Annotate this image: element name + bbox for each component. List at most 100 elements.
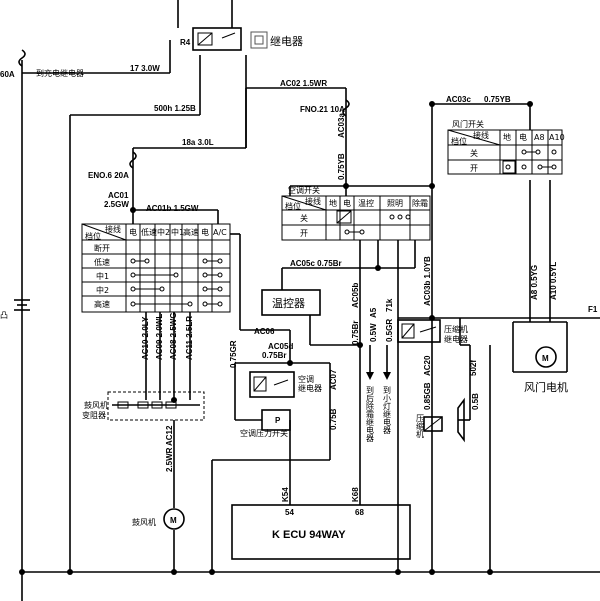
- ac-col-4: 除霜: [412, 198, 428, 208]
- label-a10: A10 0.5YL: [549, 262, 558, 300]
- label-ac06: AC06: [254, 327, 275, 336]
- fuse-left-60a: [18, 49, 26, 67]
- ac-switch-table: [281, 195, 431, 241]
- blower-row-4: 高速: [94, 299, 110, 309]
- temp-controller: [261, 289, 321, 316]
- label-fno21: FNO.21 10A: [300, 105, 345, 114]
- ac-col-1: 电: [343, 198, 351, 208]
- blower-col-2: 中2: [157, 227, 170, 237]
- blower-resistor: [107, 391, 205, 421]
- label-left-char: 凸: [0, 311, 8, 320]
- label-ac-switch: 空调开关: [288, 185, 320, 195]
- label-ac05b-col: 0.75Br: [351, 321, 360, 345]
- label-ac05b: AC05b: [351, 283, 360, 308]
- label-ac08: AC08 2.5WG: [169, 312, 178, 360]
- label-ac10: AC10 2.0LY: [141, 316, 150, 360]
- label-ac01-col: 2.5GW: [104, 200, 129, 209]
- label-w18a: 18a 3.0L: [182, 138, 214, 147]
- label-a8: A8 0.5YG: [530, 265, 539, 300]
- label-502f: 502f: [469, 360, 478, 376]
- p-glyph-pressure: P: [275, 416, 281, 425]
- label-w17: 17 3.0W: [130, 64, 160, 73]
- label-ac02: AC02 1.5WR: [280, 79, 327, 88]
- door-col-2: A8: [534, 133, 545, 142]
- door-col-1: 电: [519, 132, 527, 142]
- door-head-position: 档位: [451, 136, 467, 146]
- label-a5-col: 0.5W: [369, 323, 378, 342]
- label-blower-motor: 鼓风机: [132, 517, 156, 527]
- label-ac03a: AC03a: [337, 113, 346, 138]
- door-switch-table: [447, 129, 563, 175]
- label-gr075: 0.75GR: [229, 340, 238, 368]
- label-a5: A5: [369, 307, 378, 318]
- relay-r4: [192, 27, 242, 51]
- label-ac11: AC11 2.5LR: [185, 316, 194, 360]
- blower-switch-table: [81, 223, 231, 313]
- label-f1: F1: [588, 305, 598, 314]
- label-05b: 0.5B: [471, 393, 480, 410]
- battery-symbol: [14, 299, 30, 311]
- blower-motor: [163, 508, 185, 530]
- label-ac20: AC20: [423, 355, 432, 376]
- label-door-switch: 风门开关: [452, 119, 484, 129]
- label-relay-title: 继电器: [270, 35, 303, 48]
- label-ac01b: AC01b 1.5GW: [146, 204, 199, 213]
- label-pin68: 68: [355, 508, 364, 517]
- ac-row-0: 关: [300, 213, 308, 223]
- blower-col-0: 电: [129, 227, 137, 237]
- m-glyph-blower: M: [170, 516, 177, 525]
- label-ac05d: AC05d: [268, 342, 293, 351]
- door-row-1: 开: [470, 164, 478, 173]
- label-ac03b: AC03b 1.0YB: [423, 256, 432, 306]
- label-pin54: 54: [285, 508, 294, 517]
- ac-col-0: 地: [329, 198, 337, 208]
- pressure-switch: [261, 409, 291, 431]
- blower-row-2: 中1: [96, 271, 109, 281]
- junction-dots: [19, 101, 533, 575]
- label-ac09: AC09 2.0WL: [155, 314, 164, 360]
- label-blower-resistor2: 变阻器: [82, 410, 106, 420]
- label-compressor-relay: 压缩机: [444, 324, 468, 334]
- compressor-relay: [397, 319, 441, 343]
- label-ac12: AC12: [165, 425, 174, 446]
- label-k68: K68: [351, 487, 360, 502]
- label-ac05d-col: 0.75Br: [262, 351, 286, 360]
- scan-icon[interactable]: [250, 31, 268, 49]
- label-ac-pressure: 空调压力开关: [240, 428, 288, 438]
- label-to-small-light: 到小灯继电器: [383, 386, 392, 435]
- label-to-rear-defrost: 到后除霜继电器: [366, 386, 375, 443]
- ac-head-terminal: 接线: [305, 196, 321, 206]
- label-k54: K54: [281, 487, 290, 502]
- label-71k-col: 0.5GR: [385, 319, 394, 342]
- text-labels: R4 继电器 60A 到充电继电器 17 3.0W 500h 1.25B 18a…: [0, 35, 598, 541]
- door-col-0: 地: [503, 132, 511, 142]
- blower-row-0: 断开: [94, 243, 110, 253]
- ac-row-1: 开: [300, 229, 308, 238]
- ac-head-position: 档位: [285, 201, 301, 211]
- label-fuse-60a: 60A: [0, 70, 15, 79]
- label-eno6: ENO.6 20A: [88, 171, 129, 180]
- fuse-fno21: [342, 99, 350, 117]
- label-ac20-col: 0.85GB: [423, 382, 432, 410]
- blower-col-6: A/C: [213, 228, 227, 237]
- label-ac12-col: 2.5WR: [165, 447, 174, 472]
- door-motor: [535, 346, 557, 368]
- label-ac07: AC07: [329, 369, 338, 390]
- blower-row-1: 低速: [94, 257, 110, 267]
- ac-col-3: 照明: [387, 199, 403, 208]
- label-r4: R4: [180, 38, 191, 47]
- label-ac03c: AC03c: [446, 95, 471, 104]
- label-b075: 0.75B: [329, 408, 338, 430]
- label-ac-relay: 空调: [298, 374, 314, 384]
- label-ac-relay2: 继电器: [298, 383, 322, 393]
- blower-row-3: 中2: [96, 285, 109, 295]
- label-compressor: 压缩机: [416, 414, 425, 439]
- blower-col-3: 中1: [171, 227, 184, 237]
- label-to-charge-relay: 到充电继电器: [36, 68, 84, 78]
- fuse-eno6: [129, 151, 137, 169]
- ac-relay: [249, 371, 295, 398]
- ac-col-2: 温控: [358, 198, 374, 208]
- blower-col-5: 电: [201, 227, 209, 237]
- label-ac01: AC01: [108, 191, 129, 200]
- m-glyph-door: M: [542, 354, 549, 363]
